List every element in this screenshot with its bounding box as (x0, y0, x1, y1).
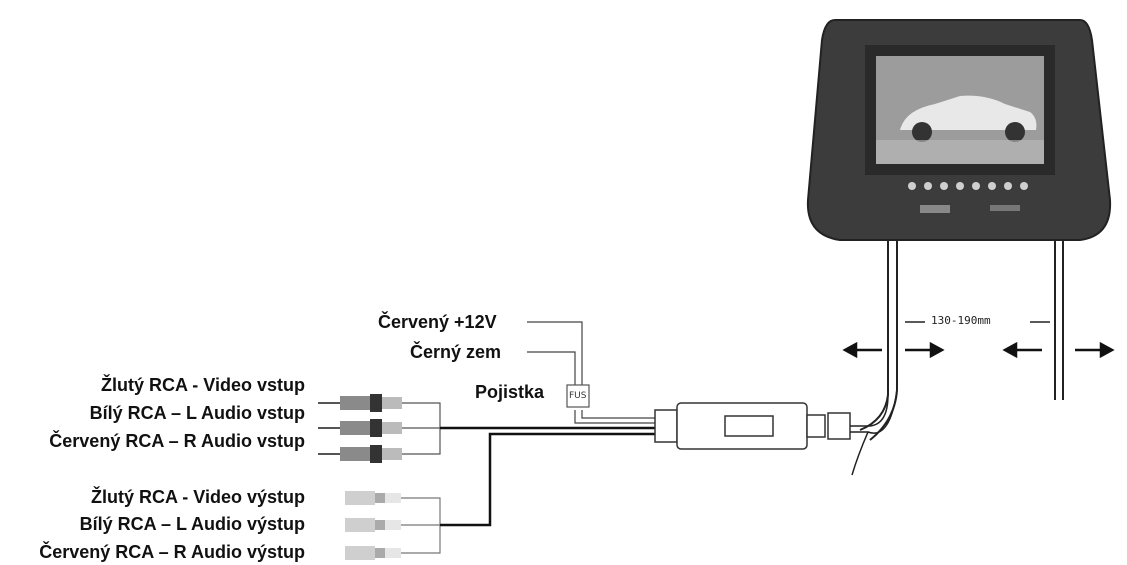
output-main-cable (440, 432, 670, 527)
fuse-icon (566, 384, 590, 408)
input-video-label: Žlutý RCA - Video vstup (100, 375, 305, 395)
arrow-right-icon (1075, 341, 1115, 359)
rca-plug-icon (318, 394, 402, 412)
rca-plug-icon (318, 419, 402, 437)
input-left-audio-label: Bílý RCA – L Audio vstup (89, 403, 305, 423)
fuse-text: FUS (569, 391, 587, 401)
output-wires (401, 497, 441, 554)
rca-plug-icon (345, 546, 401, 560)
output-right-audio-label: Červený RCA – R Audio výstup (39, 542, 305, 562)
rca-output-plugs (345, 491, 401, 560)
output-left-audio-label: Bílý RCA – L Audio výstup (79, 514, 305, 534)
arrow-left-icon (1002, 341, 1042, 359)
arrow-right-icon (905, 341, 945, 359)
output-video-label: Žlutý RCA - Video výstup (90, 487, 305, 507)
rca-plug-icon (345, 518, 401, 532)
arrow-left-icon (842, 341, 882, 359)
rca-plug-icon (318, 445, 402, 463)
red-12v-label: Červený +12V (378, 312, 497, 332)
monitor-cable (850, 389, 898, 476)
rca-plug-icon (345, 491, 401, 505)
rca-input-plugs (318, 394, 402, 463)
input-wires (402, 402, 441, 455)
power-leads (527, 321, 670, 424)
headrest-posts (859, 240, 1064, 441)
post-spacing-label: 130-190mm (928, 314, 994, 327)
input-right-audio-label: Červený RCA – R Audio vstup (49, 431, 305, 451)
headrest-monitor-icon (806, 19, 1112, 241)
control-box-icon (654, 402, 851, 450)
fuse-label: Pojistka (475, 382, 545, 402)
black-ground-label: Černý zem (410, 342, 502, 362)
